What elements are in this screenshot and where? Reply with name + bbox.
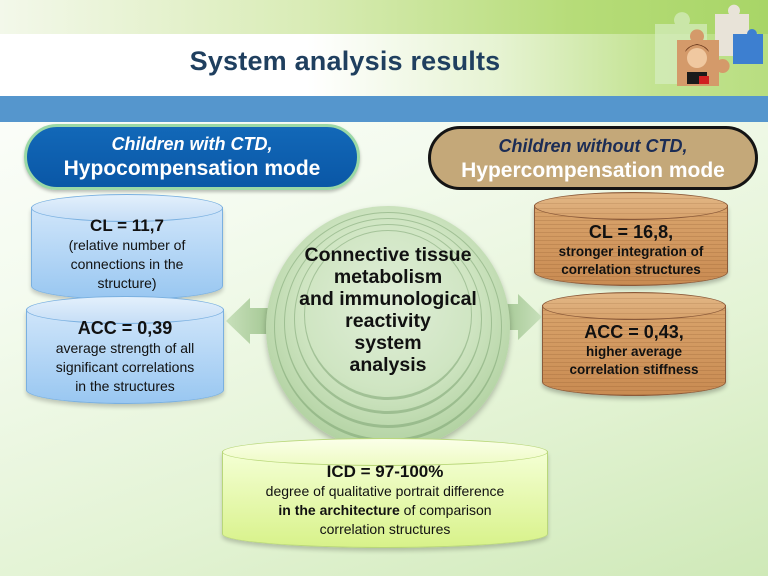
group-label-without-ctd: Children without CTD, Hypercompensation … bbox=[428, 126, 758, 190]
metric-desc-line: stronger integration of bbox=[558, 244, 704, 259]
metric-desc-line: correlation stiffness bbox=[569, 362, 699, 378]
center-analysis-circle: Connective tissue metabolism and immunol… bbox=[266, 206, 510, 450]
cylinder-left-cl: CL = 11,7 (relative number of connection… bbox=[31, 194, 223, 300]
metric-value: CL = 16,8, bbox=[588, 222, 674, 242]
center-text-line: metabolism bbox=[333, 266, 443, 288]
slide-title: System analysis results bbox=[189, 46, 501, 76]
center-text-line: reactivity bbox=[345, 310, 431, 332]
metric-value: ACC = 0,39 bbox=[77, 318, 173, 338]
group-subtitle: Children with CTD, bbox=[111, 134, 273, 154]
center-text-line: and immunological bbox=[299, 288, 477, 310]
cylinder-left-acc: ACC = 0,39 average strength of all signi… bbox=[26, 296, 224, 404]
metric-desc-line: average strength of all bbox=[55, 340, 195, 356]
metric-desc-line: higher average bbox=[585, 344, 683, 359]
metric-desc-line: correlation structures bbox=[319, 520, 451, 537]
text-span: of comparison bbox=[399, 501, 492, 518]
metric-desc-line: (relative number of bbox=[68, 237, 186, 253]
center-text-line: Connective tissue bbox=[304, 244, 472, 266]
group-subtitle: Children without CTD, bbox=[498, 136, 688, 156]
arrow-left-icon bbox=[226, 298, 276, 344]
header-top-band bbox=[0, 0, 768, 34]
cylinder-right-cl: CL = 16,8, stronger integration of corre… bbox=[534, 192, 728, 286]
metric-desc-line: correlation structures bbox=[561, 262, 701, 278]
metric-desc-line: in the architecture of comparison bbox=[222, 501, 548, 520]
metric-value: ACC = 0,43, bbox=[584, 322, 684, 342]
emphasis-text: in the architecture bbox=[278, 501, 400, 518]
puzzle-pieces-image bbox=[655, 4, 763, 86]
metric-desc-line: significant correlations bbox=[55, 358, 195, 375]
metric-desc-line: in the structures bbox=[75, 377, 175, 394]
group-mode: Hypercompensation mode bbox=[461, 158, 725, 182]
metric-value: ICD = 97-100% bbox=[326, 462, 444, 481]
title-band bbox=[0, 34, 768, 96]
metric-desc-line: degree of qualitative portrait differenc… bbox=[265, 483, 505, 499]
group-label-with-ctd: Children with CTD, Hypocompensation mode bbox=[24, 124, 360, 190]
blue-divider-bar bbox=[0, 96, 768, 122]
group-mode: Hypocompensation mode bbox=[63, 156, 321, 180]
metric-value: CL = 11,7 bbox=[90, 216, 164, 235]
cylinder-icd: ICD = 97-100% degree of qualitative port… bbox=[222, 438, 548, 548]
cylinder-right-acc: ACC = 0,43, higher average correlation s… bbox=[542, 292, 726, 396]
metric-desc-line: connections in the bbox=[70, 255, 184, 272]
center-text-line: analysis bbox=[349, 354, 427, 376]
metric-desc-line: structure) bbox=[97, 274, 157, 291]
center-text-line: system bbox=[354, 332, 422, 354]
